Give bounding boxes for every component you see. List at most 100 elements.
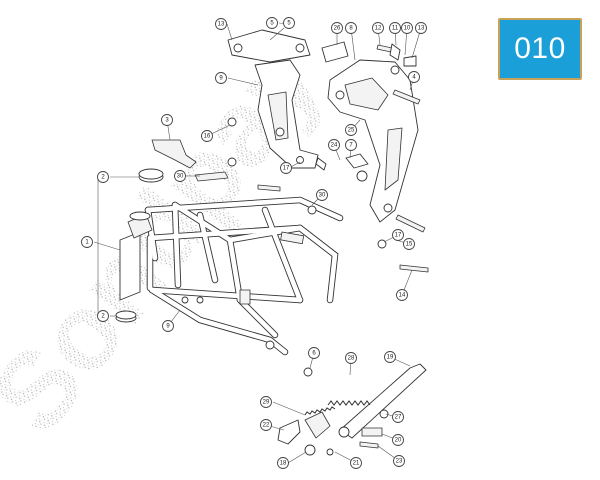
- left-rear-bracket: [227, 29, 319, 169]
- callout-number: 20: [395, 437, 402, 443]
- callout-13: 13: [415, 22, 427, 34]
- callout-number: 19: [387, 354, 394, 360]
- callout-number: 22: [263, 422, 270, 428]
- callout-circle: [215, 18, 227, 30]
- callout-12: 12: [372, 22, 384, 34]
- callout-circle: [81, 236, 93, 248]
- callout-number: 13: [418, 25, 425, 31]
- callout-number: 26: [334, 25, 341, 31]
- callout-2: 2: [97, 171, 109, 183]
- callout-24: 24: [328, 139, 340, 151]
- callout-29: 29: [260, 396, 272, 408]
- callout-circle: [345, 352, 357, 364]
- callout-circle: [162, 320, 174, 332]
- callout-number: 16: [204, 133, 211, 139]
- callout-circle: [350, 457, 362, 469]
- callout-circle: [396, 289, 408, 301]
- callout-circle: [345, 139, 357, 151]
- callout-18: 18: [277, 457, 289, 469]
- callout-circle: [260, 396, 272, 408]
- callout-number: 18: [280, 460, 287, 466]
- callout-14: 14: [396, 289, 408, 301]
- side-stand: [277, 363, 427, 456]
- callout-circle: [97, 310, 109, 322]
- callout-number: 2: [101, 313, 105, 319]
- fasteners: [227, 43, 429, 377]
- callout-17: 17: [392, 229, 404, 241]
- callout-16: 16: [201, 130, 213, 142]
- callout-circle: [97, 171, 109, 183]
- callout-circle: [408, 71, 420, 83]
- callout-circle: [277, 457, 289, 469]
- callout-circle: [403, 238, 415, 250]
- callout-27: 27: [392, 411, 404, 423]
- callout-number: 28: [348, 355, 355, 361]
- callout-number: 13: [218, 21, 225, 27]
- callout-number: 9: [166, 323, 170, 329]
- callout-circle: [316, 189, 328, 201]
- callout-2: 2: [97, 310, 109, 322]
- callout-5: 5: [283, 17, 295, 29]
- callout-number: 17: [395, 232, 402, 238]
- callout-circle: [328, 139, 340, 151]
- callout-10: 10: [401, 22, 413, 34]
- callout-circle: [345, 124, 357, 136]
- callout-5: 5: [266, 17, 278, 29]
- callout-23: 23: [393, 455, 405, 467]
- callout-number: 27: [395, 414, 402, 420]
- callout-circle: [392, 229, 404, 241]
- callout-number: 9: [219, 75, 223, 81]
- callout-circle: [260, 419, 272, 431]
- callout-circle: [415, 22, 427, 34]
- callout-number: 17: [283, 165, 290, 171]
- callout-19: 19: [384, 351, 396, 363]
- callout-number: 5: [270, 20, 274, 26]
- callout-circle: [215, 72, 227, 84]
- callout-circle: [201, 130, 213, 142]
- callout-25: 25: [345, 124, 357, 136]
- callout-3: 3: [161, 114, 173, 126]
- callout-number: 10: [404, 25, 411, 31]
- callout-8: 8: [345, 22, 357, 34]
- callout-circle: [401, 22, 413, 34]
- callout-number: 21: [353, 460, 360, 466]
- callout-number: 30: [319, 192, 326, 198]
- callout-number: 7: [349, 142, 353, 148]
- callout-30: 30: [174, 170, 186, 182]
- callout-number: 4: [412, 74, 416, 80]
- callout-20: 20: [392, 434, 404, 446]
- callout-22: 22: [260, 419, 272, 431]
- callout-number: 30: [177, 173, 184, 179]
- callout-circle: [280, 162, 292, 174]
- callout-number: 1: [85, 239, 89, 245]
- callout-13: 13: [215, 18, 227, 30]
- callout-17: 17: [280, 162, 292, 174]
- callout-7: 7: [345, 139, 357, 151]
- callout-4: 4: [408, 71, 420, 83]
- callout-circle: [392, 434, 404, 446]
- callout-circle: [331, 22, 343, 34]
- callout-circle: [161, 114, 173, 126]
- callout-circle: [392, 411, 404, 423]
- callout-26: 26: [331, 22, 343, 34]
- callout-number: 29: [263, 399, 270, 405]
- callout-9: 9: [215, 72, 227, 84]
- callout-21: 21: [350, 457, 362, 469]
- callout-28: 28: [345, 352, 357, 364]
- callout-number: 12: [375, 25, 382, 31]
- small-plates: [151, 139, 369, 182]
- callout-circle: [283, 17, 295, 29]
- callout-number: 11: [392, 25, 399, 31]
- right-rear-bracket: [321, 41, 419, 223]
- callout-number: 5: [287, 20, 291, 26]
- callout-number: 24: [331, 142, 338, 148]
- callout-15: 15: [403, 238, 415, 250]
- main-frame: [119, 196, 344, 356]
- callout-9: 9: [162, 320, 174, 332]
- callout-circle: [345, 22, 357, 34]
- callout-number: 8: [349, 25, 353, 31]
- callout-circle: [384, 351, 396, 363]
